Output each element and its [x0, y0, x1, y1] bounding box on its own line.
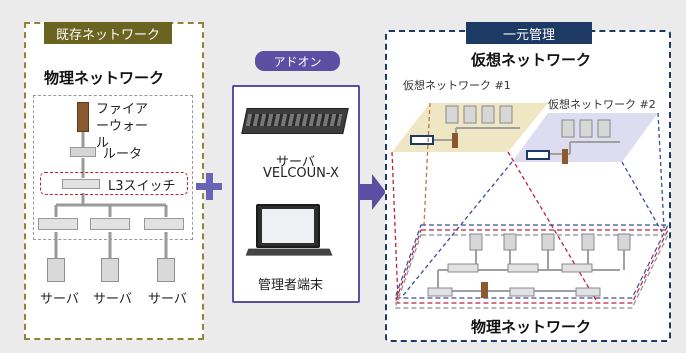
router-icon [70, 147, 96, 157]
virtual-network-heading: 仮想ネットワーク [471, 51, 592, 69]
access-switch-icon [144, 218, 184, 230]
virtual-network-1-label: 仮想ネットワーク #1 [403, 79, 511, 92]
server-icon [101, 258, 119, 282]
access-switch-icon [38, 218, 78, 230]
existing-network-tag: 既存ネットワーク [44, 22, 172, 44]
server-label: サーバ [148, 292, 187, 307]
l3-switch-icon [62, 179, 100, 189]
terminal-label: 管理者端末 [258, 278, 324, 293]
physical-network-box [33, 95, 193, 240]
firewall-icon [77, 102, 89, 132]
addon-tag: アドオン [255, 51, 340, 71]
router-label: ルータ [103, 147, 143, 162]
access-switch-icon [90, 218, 130, 230]
server-label: サーバ [40, 292, 79, 307]
plus-icon-vertical [206, 173, 213, 200]
addon-server-label: サーバ [276, 155, 315, 170]
l3-switch-highlight [40, 172, 188, 195]
firewall-label: ファイアーウォール [96, 102, 149, 151]
l3-switch-label: L3スイッチ [108, 179, 176, 194]
physical-network-heading: 物理ネットワーク [471, 318, 592, 336]
virtual-network-2-label: 仮想ネットワーク #2 [548, 98, 656, 111]
server-label: サーバ [93, 292, 132, 307]
laptop-screen [262, 209, 314, 243]
server-icon [47, 258, 65, 282]
left-physical-network-heading: 物理ネットワーク [44, 69, 165, 87]
central-management-tag: 一元管理 [466, 22, 592, 44]
addon-server-model: VELCOUN-X [263, 166, 339, 181]
existing-network-panel [24, 22, 204, 340]
server-icon [157, 258, 175, 282]
